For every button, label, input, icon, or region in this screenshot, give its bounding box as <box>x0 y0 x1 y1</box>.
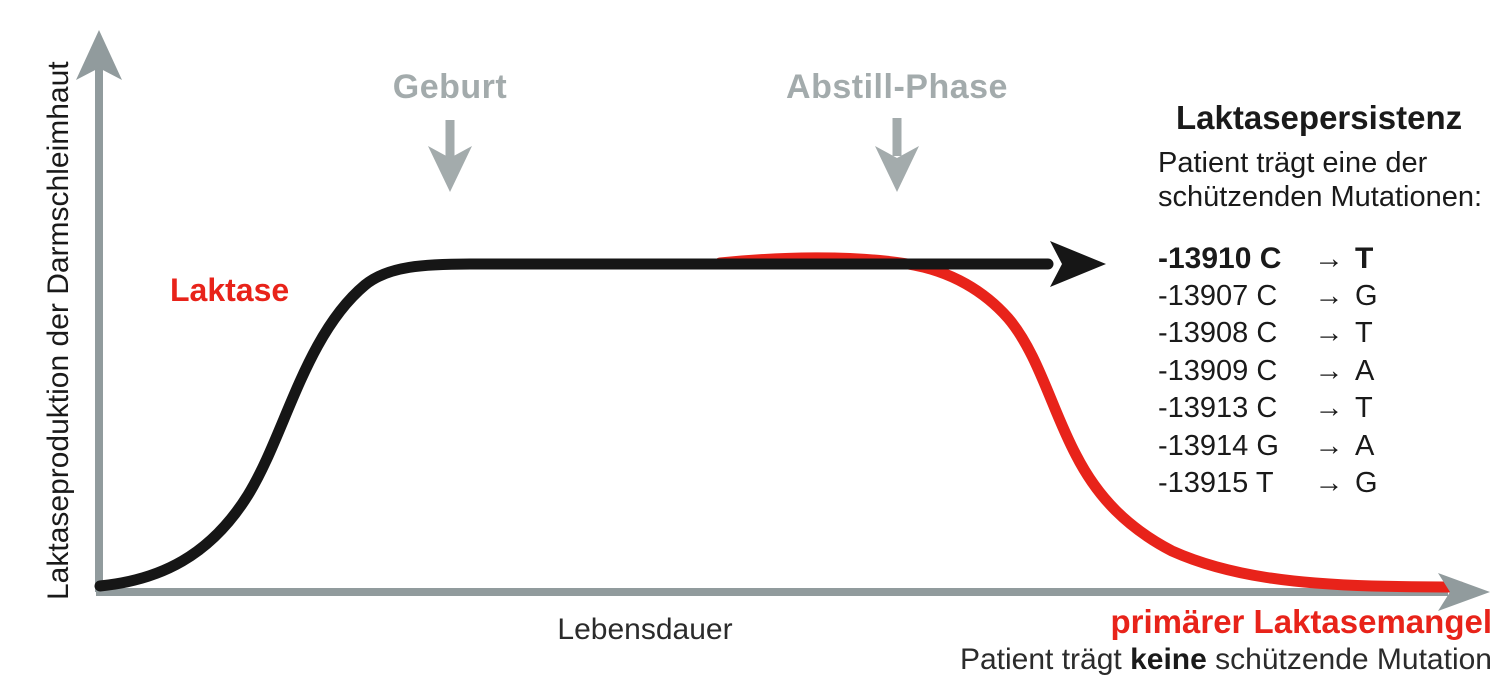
mutation-arrow-icon: → <box>1314 279 1344 312</box>
mutation-arrow-icon: → <box>1314 317 1344 349</box>
mutation-locus: -13908 C <box>1158 317 1278 349</box>
mutation-arrow-icon: → <box>1314 467 1344 499</box>
persistence-curve-arrowhead-icon <box>1050 241 1106 287</box>
x-axis-label: Lebensdauer <box>557 613 733 646</box>
x-axis-arrowhead-icon <box>1438 573 1490 611</box>
lactase-curve-label: Laktase <box>170 272 290 308</box>
mutation-result: T <box>1355 242 1374 275</box>
persistence-subtitle-line1: Patient trägt eine der <box>1158 147 1428 179</box>
deficiency-title: primärer Laktasemangel <box>1110 603 1492 640</box>
mutation-result: T <box>1355 317 1373 349</box>
mutation-arrow-icon: → <box>1314 429 1344 462</box>
mutation-locus: -13907 C <box>1158 279 1278 312</box>
mutation-arrow-icon: → <box>1314 242 1344 275</box>
persistence-curve <box>94 258 1054 592</box>
weaning-label: Abstill-Phase <box>786 68 1008 106</box>
birth-arrow-icon <box>428 120 472 192</box>
deficiency-subtitle-suffix: schützende Mutation <box>1206 643 1492 676</box>
mutation-locus: -13909 C <box>1158 354 1278 387</box>
mutation-result: A <box>1355 354 1375 387</box>
mutation-locus: -13910 C <box>1158 242 1282 275</box>
mutation-arrow-icon: → <box>1314 354 1344 387</box>
mutation-row: -13913 C → T <box>1158 390 1498 428</box>
persistence-panel: Laktasepersistenz Patient trägt eine der… <box>1158 98 1498 503</box>
persistence-subtitle-line2: schützenden Mutationen: <box>1158 181 1483 213</box>
mutation-row: -13910 C → T <box>1158 240 1498 278</box>
mutation-row: -13914 G → A <box>1158 428 1498 466</box>
mutation-list: -13910 C → T -13907 C → G -13908 C → T -… <box>1158 240 1498 503</box>
y-axis-label: Laktaseproduktion der Darmschleimhaut <box>42 61 75 600</box>
persistence-subtitle: Patient trägt eine der schützenden Mutat… <box>1158 146 1498 214</box>
mutation-arrow-icon: → <box>1314 392 1344 424</box>
mutation-row: -13915 T → G <box>1158 465 1498 503</box>
deficiency-subtitle: Patient trägt keine schützende Mutation <box>960 643 1492 677</box>
mutation-locus: -13914 G <box>1158 429 1279 462</box>
mutation-result: G <box>1355 279 1378 312</box>
birth-label: Geburt <box>392 68 508 106</box>
y-axis-arrowhead-icon <box>76 30 122 80</box>
mutation-locus: -13915 T <box>1158 467 1274 499</box>
mutation-result: A <box>1355 429 1375 462</box>
mutation-row: -13907 C → G <box>1158 278 1498 316</box>
mutation-locus: -13913 C <box>1158 392 1278 424</box>
persistence-title: Laktasepersistenz <box>1176 99 1463 136</box>
mutation-row: -13909 C → A <box>1158 353 1498 391</box>
mutation-result: G <box>1355 467 1378 499</box>
deficiency-subtitle-keine: keine <box>1130 643 1207 676</box>
deficiency-subtitle-prefix: Patient trägt <box>959 643 1131 676</box>
mutation-result: T <box>1355 392 1373 424</box>
deficiency-panel: primärer Laktasemangel Patient trägt kei… <box>960 604 1492 677</box>
weaning-arrow-icon <box>875 118 919 192</box>
mutation-row: -13908 C → T <box>1158 315 1498 353</box>
